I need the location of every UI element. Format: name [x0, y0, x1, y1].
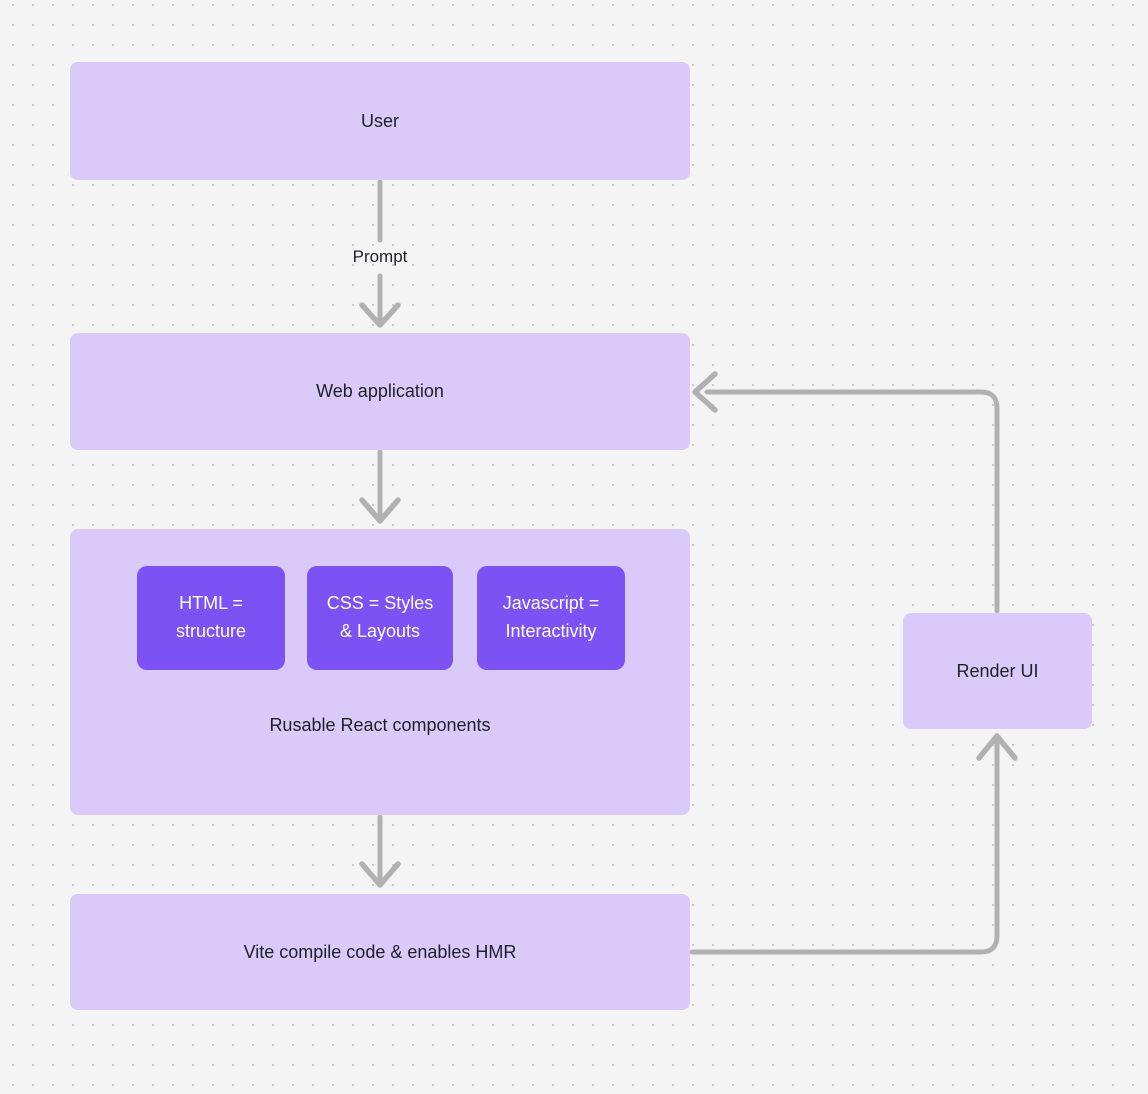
arrowhead-up-icon	[976, 733, 1018, 761]
edge-segment	[704, 389, 1000, 614]
edge-webapp-to-components[interactable]	[359, 449, 401, 524]
chip-css[interactable]: CSS = Styles & Layouts	[307, 566, 453, 670]
edge-render-to-webapp[interactable]	[692, 371, 1000, 614]
node-web-application-label: Web application	[316, 381, 444, 402]
chip-javascript[interactable]: Javascript = Interactivity	[477, 566, 625, 670]
node-web-application[interactable]: Web application	[70, 333, 690, 450]
node-vite-label: Vite compile code & enables HMR	[243, 941, 517, 962]
edge-components-to-vite[interactable]	[359, 814, 401, 888]
node-user-label: User	[360, 110, 399, 131]
chip-html[interactable]: HTML = structure	[137, 566, 285, 670]
node-render-ui[interactable]: Render UI	[903, 613, 1092, 729]
arrowhead-down-icon	[359, 861, 401, 888]
arrowhead-left-icon	[692, 371, 718, 413]
node-render-ui-label: Render UI	[956, 660, 1039, 681]
edge-vite-to-render[interactable]	[689, 733, 1018, 955]
node-vite[interactable]: Vite compile code & enables HMR	[70, 894, 690, 1010]
edge-label-prompt: Prompt	[352, 247, 408, 266]
node-user[interactable]: User	[70, 62, 690, 180]
arrowhead-down-icon	[359, 302, 401, 328]
node-components-group[interactable]: HTML = structure CSS = Styles & Layouts …	[70, 529, 690, 815]
edge-segment	[689, 737, 1000, 955]
arrowhead-down-icon	[359, 497, 401, 524]
node-components-caption: Rusable React components	[269, 715, 491, 735]
